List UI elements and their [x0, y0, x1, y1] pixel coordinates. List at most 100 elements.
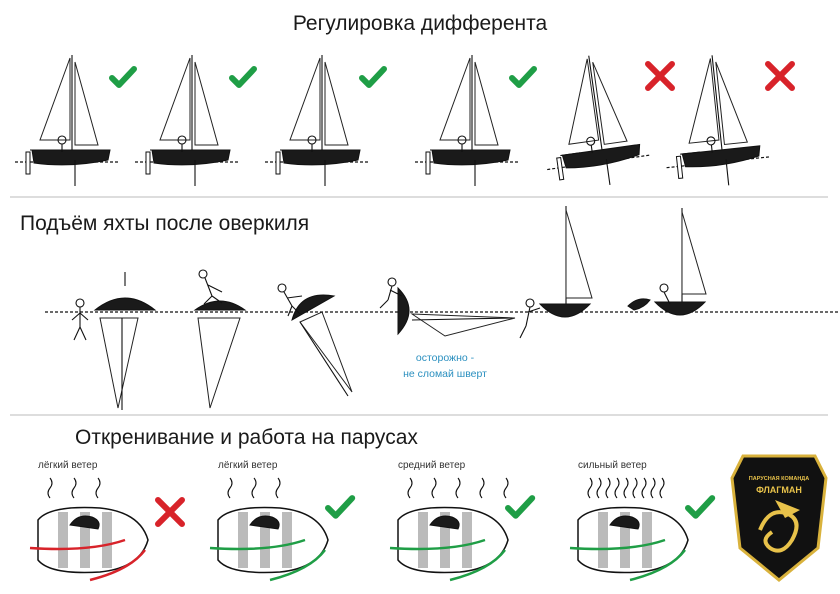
crew-figure	[198, 269, 223, 305]
trim-boat-6	[666, 55, 772, 186]
wind-lines	[407, 477, 509, 499]
trim-boat-2	[135, 55, 240, 186]
rudder	[275, 151, 281, 175]
heel-boat-4: сильный ветер	[569, 460, 689, 582]
sail-line	[629, 549, 686, 582]
check-icon	[509, 66, 537, 88]
section-title-capsize: Подъём яхты после оверкиля	[20, 212, 309, 235]
hull	[431, 149, 511, 166]
sail-underwater	[299, 311, 353, 393]
hull	[193, 300, 247, 311]
hull	[93, 297, 157, 311]
sail-line	[449, 549, 506, 582]
mainsail	[39, 57, 71, 141]
rudder	[425, 151, 431, 175]
capsize-stage-3	[277, 283, 353, 397]
trim-boat-4	[415, 55, 520, 186]
cross-icon	[155, 497, 185, 527]
crew-figure	[379, 277, 403, 309]
rudder	[675, 155, 684, 180]
club-logo: ПАРУСНАЯ КОМАНДА ФЛАГМАН	[730, 454, 828, 582]
deck-stripe	[260, 512, 270, 568]
check-icon	[325, 495, 356, 519]
crew-top-view	[609, 515, 640, 530]
deck-stripe	[598, 512, 608, 568]
tiller	[560, 152, 581, 157]
capsize-stage-4: осторожно - не сломай шверт	[379, 277, 516, 380]
sail-line	[569, 538, 666, 551]
heel-boat-1: лёгкий ветер	[29, 460, 149, 582]
crew-top-view	[69, 515, 100, 530]
sail-line	[389, 538, 486, 551]
sail-underwater	[99, 317, 139, 409]
logo-shield	[730, 454, 828, 582]
wind-lines	[227, 477, 281, 499]
deck-stripe	[620, 512, 630, 568]
centerboard	[725, 159, 730, 186]
jib	[474, 61, 499, 146]
jib	[194, 61, 219, 146]
wind-label: лёгкий ветер	[218, 460, 278, 471]
mast-underwater	[299, 321, 349, 397]
sail-line	[269, 549, 326, 582]
deck-stripe	[238, 512, 248, 568]
crew-top-view	[429, 515, 460, 530]
check-icon	[229, 66, 257, 88]
rudder	[145, 151, 151, 175]
emblem-flag	[775, 500, 800, 518]
deck-stripe	[102, 512, 112, 568]
capsize-stage-2	[193, 269, 247, 409]
wind-lines	[47, 477, 101, 499]
seahorse-emblem	[758, 510, 799, 553]
sail-flat	[410, 313, 516, 337]
crew-figure	[586, 136, 596, 154]
mast	[711, 55, 723, 150]
wind-label: сильный ветер	[578, 460, 647, 471]
crew-top-view	[249, 515, 280, 530]
deck-stripe	[462, 512, 472, 568]
capsize-stage-6	[627, 208, 707, 316]
jib	[74, 61, 99, 146]
crew-figure	[177, 135, 187, 152]
sail-line	[29, 538, 126, 551]
check-icon	[359, 66, 387, 88]
hull	[538, 303, 592, 318]
capsize-note-line1: осторожно -	[416, 352, 475, 364]
check-icon	[685, 495, 716, 519]
wind-label: лёгкий ветер	[38, 460, 98, 471]
swimmer-figure	[519, 298, 541, 339]
hull	[653, 301, 707, 316]
cross-icon	[645, 61, 675, 91]
mainsail	[688, 58, 720, 144]
crew-figure	[457, 135, 467, 152]
crew-figure	[706, 136, 716, 153]
logo-top-text: ПАРУСНАЯ КОМАНДА	[749, 476, 809, 482]
trim-boats-row	[15, 55, 795, 186]
crew-figure	[307, 135, 317, 152]
cross-icon	[765, 61, 795, 91]
trim-boat-5	[547, 55, 652, 186]
splash	[627, 298, 651, 311]
deck-stripe	[80, 512, 90, 568]
mainsail	[565, 209, 593, 299]
deck-stripe	[282, 512, 292, 568]
mainsail	[289, 57, 321, 141]
mast	[588, 55, 603, 150]
mast-flat	[411, 317, 513, 321]
mainsail	[439, 57, 471, 141]
jib	[324, 61, 349, 146]
sail-line	[89, 549, 146, 582]
deck-stripe	[642, 512, 652, 568]
jib	[715, 61, 749, 146]
hull	[151, 149, 231, 166]
crew-figure	[57, 135, 67, 152]
trim-boat-3	[265, 55, 370, 186]
capsize-sequence: осторожно - не сломай шверт	[45, 206, 840, 410]
capsize-stage-5	[519, 206, 593, 339]
hull	[291, 294, 336, 322]
jib	[592, 61, 628, 145]
deck-stripe	[58, 512, 68, 568]
